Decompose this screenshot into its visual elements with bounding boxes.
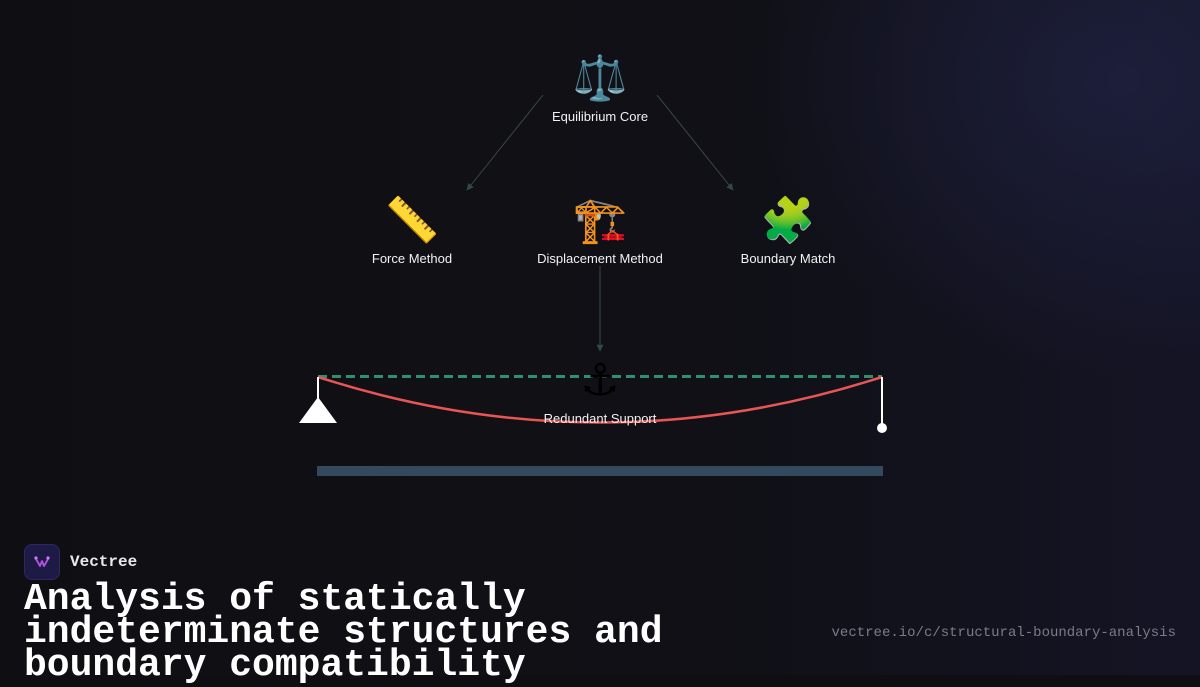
arrow-equilibrium-to-boundary	[656, 94, 734, 191]
deflection-curve	[317, 375, 883, 424]
pin-support-triangle	[299, 397, 337, 423]
source-url: vectree.io/c/structural-boundary-analysi…	[831, 625, 1176, 641]
node-label: Boundary Match	[740, 251, 836, 266]
vectree-logo-icon	[24, 544, 60, 580]
crane-icon: 🏗️	[572, 195, 628, 246]
scales-icon: ⚖️	[572, 53, 628, 104]
roller-support-circle	[877, 423, 887, 433]
brand-name: Vectree	[70, 553, 138, 571]
anchor-icon: ⚓	[580, 355, 620, 406]
node-label: Displacement Method	[537, 251, 663, 266]
ground-bar	[317, 466, 883, 476]
node-equilibrium-core: ⚖️ Equilibrium Core	[510, 53, 690, 124]
ruler-icon: 📏	[384, 195, 440, 246]
node-force-method: 📏 Force Method	[322, 195, 502, 266]
node-label: Redundant Support	[543, 411, 657, 426]
node-boundary-match: 🧩 Boundary Match	[698, 195, 878, 266]
node-label: Force Method	[371, 251, 453, 266]
node-label: Equilibrium Core	[551, 109, 649, 124]
node-redundant-support: ⚓ Redundant Support	[510, 355, 690, 426]
arrow-equilibrium-to-force	[466, 94, 544, 191]
brand: Vectree	[24, 544, 137, 580]
node-displacement-method: 🏗️ Displacement Method	[510, 195, 690, 266]
page-title: Analysis of statically indeterminate str…	[24, 578, 663, 687]
puzzle-piece-icon: 🧩	[760, 195, 816, 246]
